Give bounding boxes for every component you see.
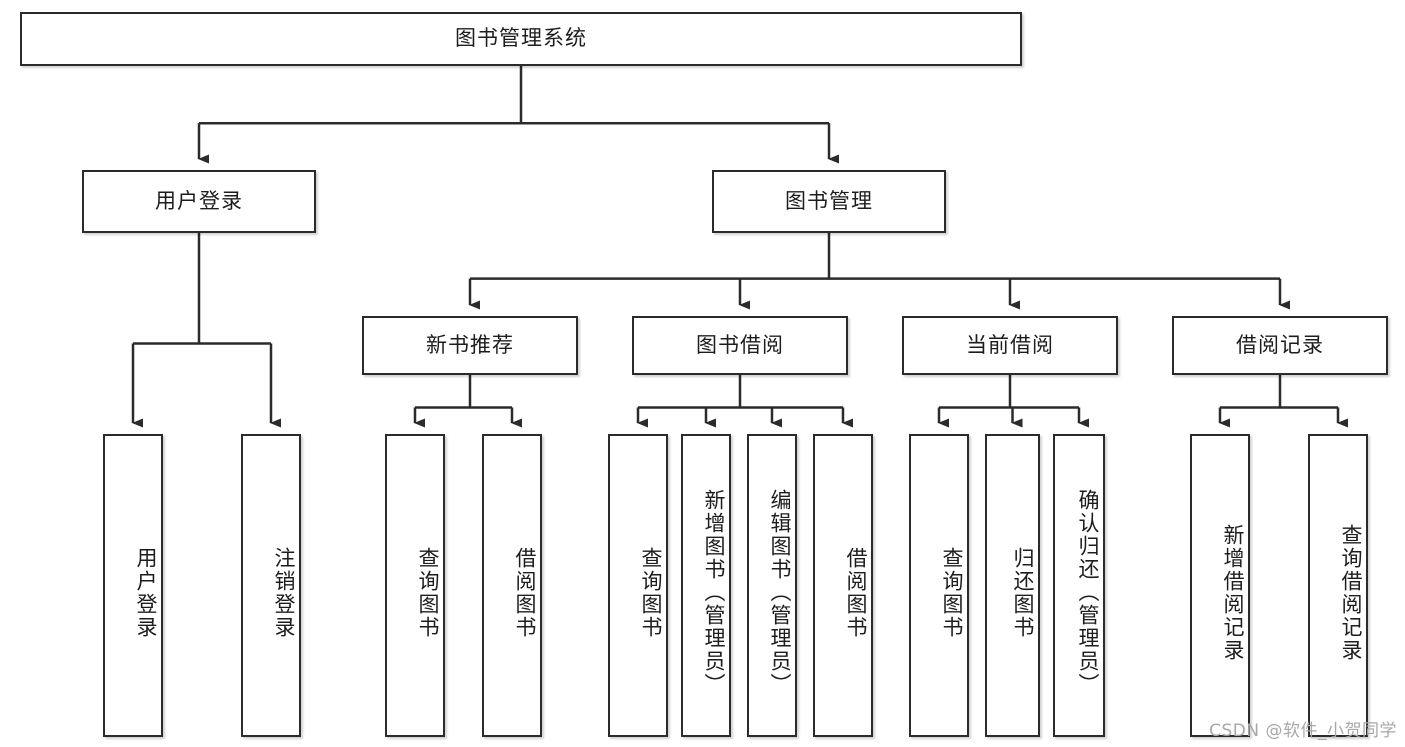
node-label: 新增借阅记录 [1221, 523, 1245, 662]
node-label: 编辑图书（管理员） [768, 489, 792, 696]
node-label: 图书借阅 [696, 332, 784, 357]
node-newbook[interactable]: 新书推荐 [362, 316, 578, 375]
node-leaf-rec-1[interactable]: 新增借阅记录 [1190, 434, 1250, 737]
node-label: 查询图书 [639, 546, 663, 639]
node-label: 确认归还（管理员） [1076, 489, 1100, 696]
node-leaf-cur-1[interactable]: 查询图书 [909, 434, 969, 737]
node-label: 当前借阅 [966, 332, 1054, 357]
node-root[interactable]: 图书管理系统 [20, 12, 1022, 66]
node-leaf-login-2[interactable]: 注销登录 [241, 434, 301, 737]
node-label: 归还图书 [1011, 546, 1035, 639]
node-label: 查询图书 [416, 546, 440, 639]
node-label: 图书管理 [785, 188, 873, 213]
node-leaf-borrow-1[interactable]: 查询图书 [608, 434, 668, 737]
node-leaf-new-2[interactable]: 借阅图书 [482, 434, 542, 737]
node-label: 用户登录 [134, 546, 158, 639]
node-leaf-cur-3[interactable]: 确认归还（管理员） [1053, 434, 1105, 737]
node-leaf-login-1[interactable]: 用户登录 [103, 434, 163, 737]
node-leaf-borrow-2[interactable]: 新增图书（管理员） [681, 434, 731, 737]
node-label: 查询借阅记录 [1339, 523, 1363, 662]
node-label: 用户登录 [155, 188, 243, 213]
node-records[interactable]: 借阅记录 [1172, 316, 1388, 375]
node-label: 查询图书 [940, 546, 964, 639]
node-bookmgmt[interactable]: 图书管理 [712, 170, 946, 233]
node-label: 新增图书（管理员） [702, 489, 726, 696]
node-borrow[interactable]: 图书借阅 [632, 316, 848, 375]
node-current[interactable]: 当前借阅 [902, 316, 1118, 375]
node-label: 借阅记录 [1236, 332, 1324, 357]
node-leaf-borrow-4[interactable]: 借阅图书 [813, 434, 873, 737]
node-leaf-borrow-3[interactable]: 编辑图书（管理员） [747, 434, 797, 737]
node-label: 注销登录 [272, 546, 296, 639]
node-login[interactable]: 用户登录 [82, 170, 316, 233]
node-label: 图书管理系统 [455, 26, 587, 51]
node-label: 新书推荐 [426, 332, 514, 357]
node-leaf-cur-2[interactable]: 归还图书 [985, 434, 1040, 737]
csdn-watermark: CSDN @软件_小贺同学 [1209, 721, 1397, 741]
node-label: 借阅图书 [513, 546, 537, 639]
node-leaf-rec-2[interactable]: 查询借阅记录 [1308, 434, 1368, 737]
node-leaf-new-1[interactable]: 查询图书 [385, 434, 445, 737]
node-label: 借阅图书 [844, 546, 868, 639]
